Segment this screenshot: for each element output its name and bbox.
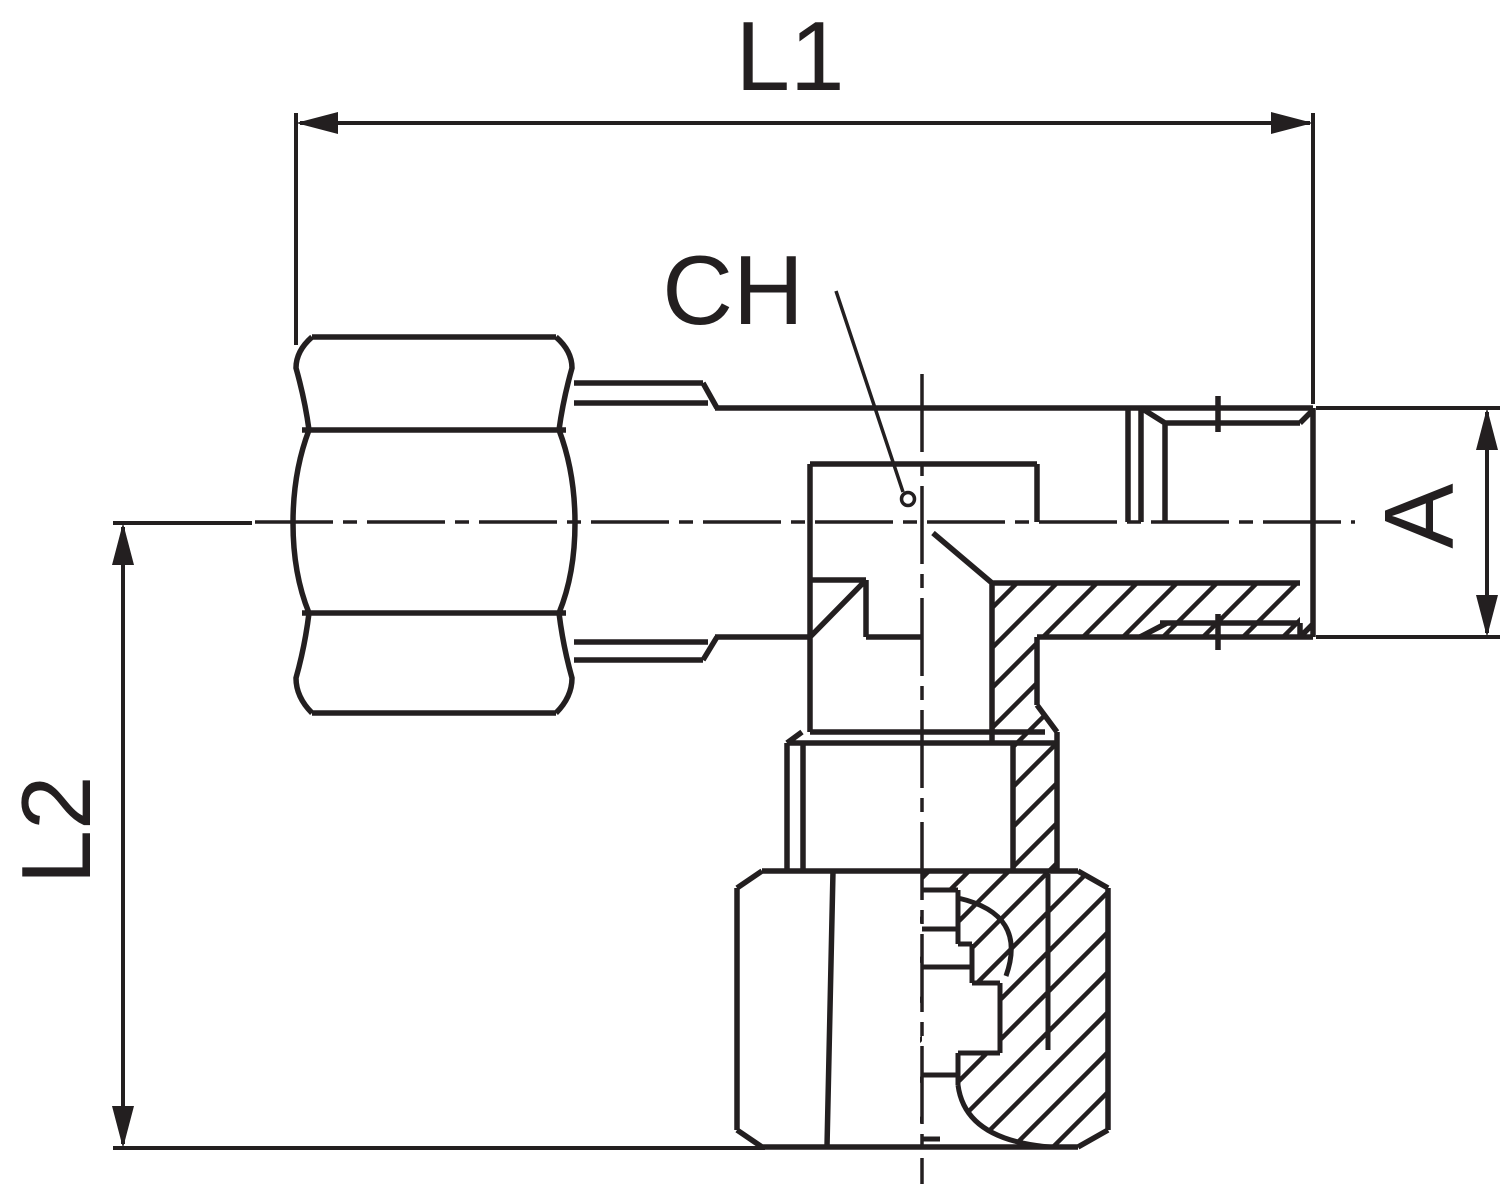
part-right-male-thread <box>1125 396 1316 650</box>
a-extension-lines <box>1316 406 1500 639</box>
part-body-run <box>715 405 1313 640</box>
part-tee-junction <box>784 461 1300 871</box>
section-hatch-regions <box>920 583 1300 1147</box>
dimension-l1: L1 <box>294 1 1315 404</box>
hatch-run-and-branch-wall <box>992 583 1300 871</box>
l2-extension-lines <box>113 521 765 1150</box>
a-label: A <box>1364 483 1474 549</box>
ch-label: CH <box>662 235 804 345</box>
hatch-bottom-nut-section <box>920 871 1108 1147</box>
junction-section-lines <box>784 461 1300 871</box>
ch-leader-line <box>834 290 905 493</box>
left-stud-outline <box>574 380 720 663</box>
dimension-l2: L2 <box>1 521 765 1150</box>
l2-arrow-top <box>112 523 134 565</box>
right-thread-outline <box>1125 396 1316 650</box>
dimension-a: A <box>1316 406 1500 639</box>
ch-leader-dot <box>899 490 917 508</box>
l2-arrow-bottom <box>112 1106 134 1148</box>
body-run-outline <box>715 405 1313 640</box>
l2-label: L2 <box>1 775 111 884</box>
l1-extension-lines <box>294 113 1315 404</box>
bottom-hex-outline <box>734 868 1111 1150</box>
a-arrow-top <box>1476 408 1498 450</box>
left-hex-outline <box>290 334 578 716</box>
l1-arrow-right <box>1271 112 1313 134</box>
bottom-hex-internal-thread-profile <box>922 874 1051 1150</box>
centerlines <box>255 374 1355 1184</box>
part-bottom-hex-nut <box>734 868 1111 1150</box>
a-arrow-bottom <box>1476 595 1498 637</box>
callout-ch: CH <box>662 235 917 508</box>
part-left-stud-thread <box>574 380 720 663</box>
part-left-hex-nut <box>290 334 578 716</box>
l1-arrow-left <box>296 112 338 134</box>
l1-label: L1 <box>735 1 844 111</box>
